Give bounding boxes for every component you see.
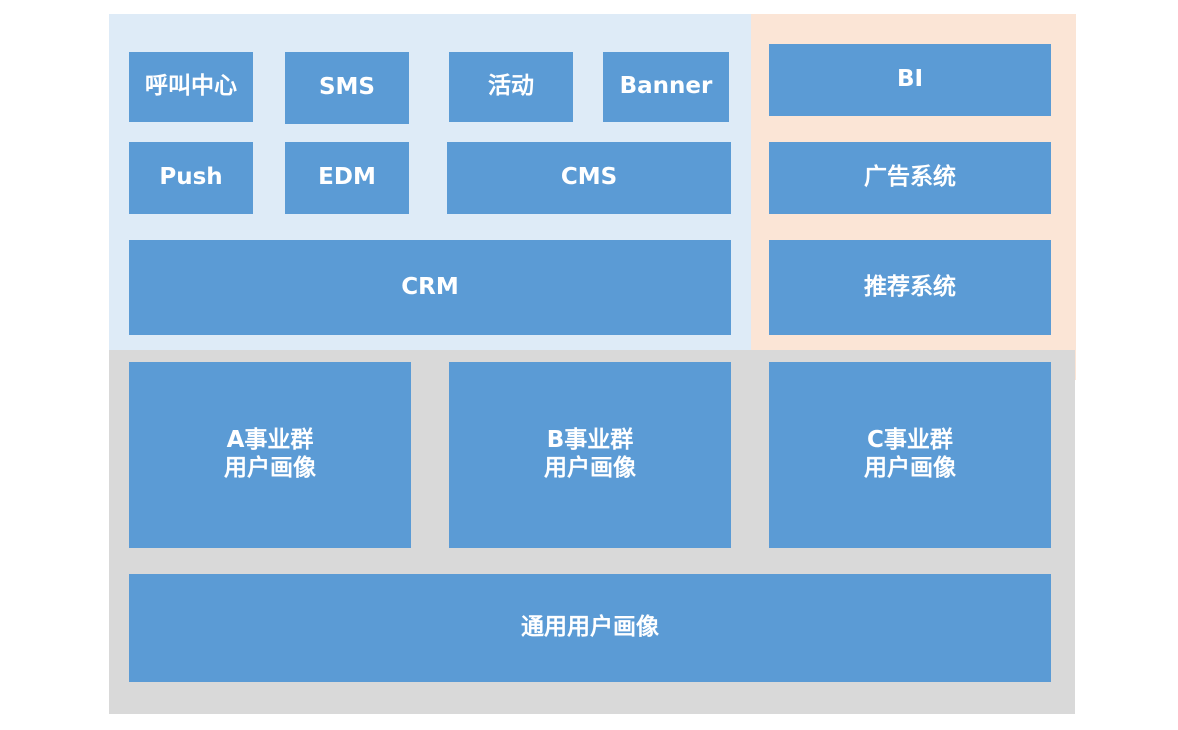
- box-activity: 活动: [449, 52, 573, 122]
- box-call-center: 呼叫中心: [129, 52, 253, 122]
- box-group-a-profile: A事业群 用户画像: [129, 362, 411, 548]
- box-crm-label: CRM: [401, 273, 459, 300]
- box-call-center-label: 呼叫中心: [145, 73, 237, 100]
- box-banner-label: Banner: [619, 73, 713, 100]
- box-group-a-line2: 用户画像: [224, 455, 316, 481]
- box-general-profile-label: 通用用户画像: [521, 614, 659, 641]
- box-ad-system-label: 广告系统: [864, 164, 956, 191]
- box-edm: EDM: [285, 142, 409, 214]
- box-push-label: Push: [159, 164, 223, 191]
- box-bi-label: BI: [896, 66, 924, 93]
- box-cms-label: CMS: [560, 164, 618, 191]
- box-ad-system: 广告系统: [769, 142, 1051, 214]
- box-cms: CMS: [447, 142, 731, 214]
- box-recommend-system: 推荐系统: [769, 240, 1051, 335]
- box-group-c-line2: 用户画像: [864, 455, 956, 481]
- box-group-b-line1: B事业群: [546, 427, 634, 454]
- box-edm-label: EDM: [318, 164, 376, 191]
- box-crm: CRM: [129, 240, 731, 335]
- box-group-c-profile: C事业群 用户画像: [769, 362, 1051, 548]
- box-group-c-line1: C事业群: [867, 427, 953, 454]
- box-push: Push: [129, 142, 253, 214]
- box-recommend-system-label: 推荐系统: [864, 273, 956, 300]
- box-bi: BI: [769, 44, 1051, 116]
- box-sms-label: SMS: [318, 74, 376, 101]
- box-group-b-line2: 用户画像: [544, 455, 636, 481]
- box-activity-label: 活动: [488, 73, 534, 100]
- box-sms: SMS: [285, 52, 409, 124]
- box-group-a-line1: A事业群: [226, 427, 314, 454]
- box-banner: Banner: [603, 52, 729, 122]
- box-group-b-profile: B事业群 用户画像: [449, 362, 731, 548]
- box-general-profile: 通用用户画像: [129, 574, 1051, 682]
